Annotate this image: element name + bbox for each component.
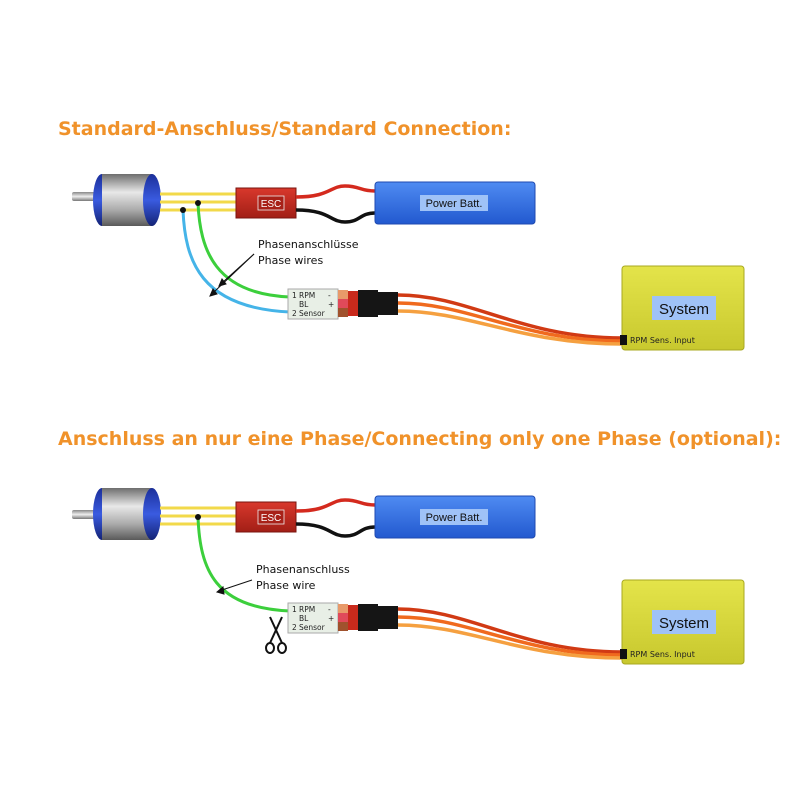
battery-label: Power Batt. (426, 512, 483, 524)
phase-label-en: Phase wires (258, 254, 323, 267)
esc-module: ESC (235, 501, 297, 533)
phase-label-de: Phasenanschlüsse (258, 238, 359, 251)
sensor-pin-2: 2 (292, 623, 297, 632)
rpm-bl-sensor: 1 2 RPM BL Sensor - + (287, 288, 398, 320)
motor (72, 488, 161, 540)
power-lead-black (295, 522, 376, 538)
power-battery: Power Batt. (374, 181, 536, 225)
sensor-line-bl: BL (299, 300, 309, 309)
sensor-wire-blue (181, 209, 291, 314)
motor (72, 174, 161, 226)
sensor-wire-green (196, 202, 291, 299)
power-lead-red (295, 498, 376, 513)
sensor-pin-1: 1 (292, 291, 297, 300)
section-2-title: Anschluss an nur eine Phase/Connecting o… (58, 428, 782, 450)
sensor-sign-minus: - (328, 605, 331, 614)
sensor-line-rpm: RPM (299, 291, 315, 300)
signal-cable (397, 607, 623, 660)
sensor-line-sensor: Sensor (299, 309, 326, 318)
sensor-sign-plus: + (328, 300, 334, 309)
section-1-title: Standard-Anschluss/Standard Connection: (58, 118, 512, 140)
sensor-pin-1: 1 (292, 605, 297, 614)
sensor-sign-minus: - (328, 291, 331, 300)
phase-label-en: Phase wire (256, 579, 316, 592)
battery-label: Power Batt. (426, 198, 483, 210)
sensor-line-bl: BL (299, 614, 309, 623)
system-box: System RPM Sens. Input (620, 579, 745, 665)
pointer-arrow (215, 579, 253, 595)
power-battery: Power Batt. (374, 495, 536, 539)
sensor-line-rpm: RPM (299, 605, 315, 614)
pointer-arrows (209, 253, 255, 297)
power-lead-red (295, 184, 376, 199)
sensor-wire-green (196, 516, 291, 613)
section-2-diagram: ESC Power Batt. Phasenanschluss Phase wi… (72, 488, 745, 665)
scissors-icon (265, 616, 287, 654)
section-1-diagram: ESC Power Batt. Phasenanschlüsse Phase w… (72, 174, 745, 351)
esc-module: ESC (235, 187, 297, 219)
esc-label: ESC (261, 199, 282, 210)
rpm-input-label: RPM Sens. Input (630, 650, 695, 659)
signal-cable (397, 293, 623, 346)
power-lead-black (295, 208, 376, 224)
sensor-pin-2: 2 (292, 309, 297, 318)
system-label: System (659, 615, 709, 632)
system-box: System RPM Sens. Input (620, 265, 745, 351)
sensor-sign-plus: + (328, 614, 334, 623)
sensor-line-sensor: Sensor (299, 623, 326, 632)
phase-label-de: Phasenanschluss (256, 563, 350, 576)
esc-label: ESC (261, 513, 282, 524)
rpm-bl-sensor: 1 2 RPM BL Sensor - + (287, 602, 398, 634)
rpm-input-label: RPM Sens. Input (630, 336, 695, 345)
system-label: System (659, 301, 709, 318)
